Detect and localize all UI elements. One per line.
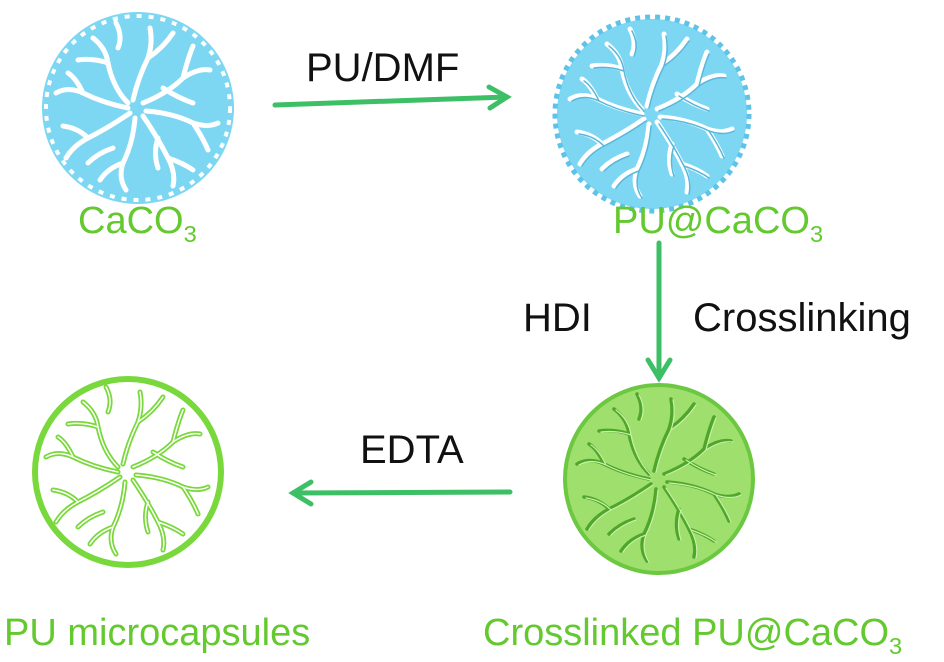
crosslinked-particle bbox=[563, 383, 755, 575]
microcapsules-label: PU microcapsules bbox=[4, 612, 311, 654]
step1-label: PU/DMF bbox=[306, 46, 460, 90]
pu-caco3-label: PU@CaCO3 bbox=[613, 200, 823, 247]
caco3-label-sub: 3 bbox=[183, 220, 197, 247]
step3-label: EDTA bbox=[360, 428, 464, 472]
step2-label-right: Crosslinking bbox=[693, 296, 911, 340]
caco3-label-main: CaCO bbox=[78, 200, 184, 242]
caco3-particle bbox=[42, 12, 234, 204]
crosslinked-label-main: Crosslinked PU@CaCO bbox=[483, 612, 890, 654]
crosslinked-label: Crosslinked PU@CaCO3 bbox=[483, 612, 902, 659]
arrow-step2 bbox=[645, 240, 673, 383]
pu-caco3-particle bbox=[552, 14, 752, 214]
pu-caco3-label-main: PU@CaCO bbox=[613, 200, 810, 242]
caco3-label: CaCO3 bbox=[78, 200, 197, 247]
pu-caco3-label-sub: 3 bbox=[809, 220, 824, 247]
microcapsule-particle bbox=[32, 376, 224, 568]
arrow-step1 bbox=[272, 84, 512, 111]
crosslinked-label-sub: 3 bbox=[889, 632, 903, 659]
step2-label-left: HDI bbox=[523, 296, 592, 340]
arrow-step3 bbox=[288, 479, 513, 507]
